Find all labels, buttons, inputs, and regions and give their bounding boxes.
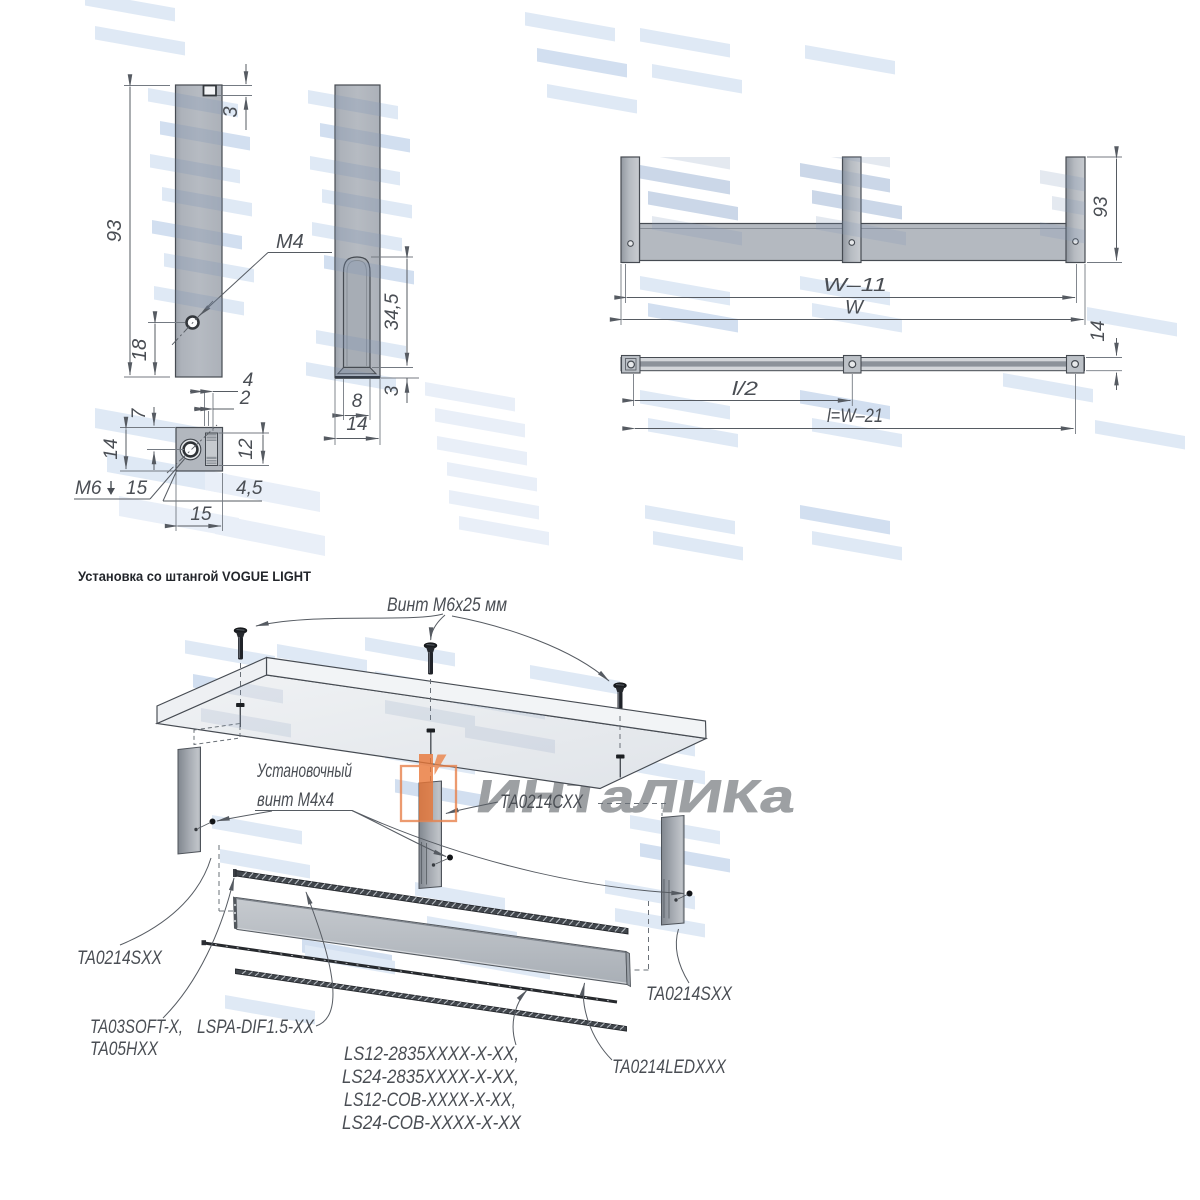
svg-text:4,5: 4,5 <box>236 478 263 499</box>
svg-text:TA05HXX: TA05HXX <box>90 1039 159 1060</box>
svg-text:Винт М6х25 мм: Винт М6х25 мм <box>387 594 507 616</box>
svg-text:винт М4х4: винт М4х4 <box>257 790 334 811</box>
svg-text:93: 93 <box>104 220 126 242</box>
svg-text:М6: М6 <box>75 478 102 499</box>
svg-text:8: 8 <box>352 391 363 412</box>
svg-text:TA03SOFT-X,: TA03SOFT-X, <box>90 1017 183 1038</box>
svg-text:7: 7 <box>129 407 150 419</box>
svg-text:LS12-COB-XXXX-X-XX,: LS12-COB-XXXX-X-XX, <box>344 1090 516 1111</box>
svg-text:l=W–21: l=W–21 <box>827 406 883 427</box>
svg-text:l/2: l/2 <box>732 379 759 400</box>
svg-text:15: 15 <box>126 478 148 499</box>
svg-text:ИНТаЛИКа: ИНТаЛИКа <box>472 770 801 822</box>
svg-text:LS24-COB-XXXX-X-XX: LS24-COB-XXXX-X-XX <box>342 1113 522 1134</box>
svg-text:3: 3 <box>382 385 403 396</box>
svg-text:TA0214LEDXXX: TA0214LEDXXX <box>612 1057 727 1078</box>
svg-text:15: 15 <box>190 504 212 525</box>
svg-text:14: 14 <box>346 414 367 435</box>
svg-text:14: 14 <box>101 438 122 459</box>
svg-text:4: 4 <box>243 370 254 391</box>
svg-text:TA0214SXX: TA0214SXX <box>77 948 163 969</box>
svg-text:93: 93 <box>1091 196 1112 218</box>
svg-text:W–11: W–11 <box>823 274 887 295</box>
svg-text:18: 18 <box>129 339 151 361</box>
svg-text:34,5: 34,5 <box>382 293 403 330</box>
svg-text:ТА0214СХХ: ТА0214СХХ <box>500 792 584 813</box>
svg-text:12: 12 <box>236 438 257 460</box>
svg-text:TA0214SXX: TA0214SXX <box>646 984 733 1005</box>
svg-text:3: 3 <box>220 106 242 117</box>
svg-text:LSPA-DIF1.5-XX: LSPA-DIF1.5-XX <box>197 1017 315 1038</box>
svg-text:LS24-2835XXXX-X-XX,: LS24-2835XXXX-X-XX, <box>342 1067 519 1088</box>
svg-text:W: W <box>845 298 865 319</box>
svg-text:2: 2 <box>239 388 251 409</box>
svg-text:Установка со штангой VOGUE LIG: Установка со штангой VOGUE LIGHT <box>78 568 311 584</box>
svg-text:Установочный: Установочный <box>256 761 352 782</box>
svg-text:М4: М4 <box>276 231 304 253</box>
svg-text:14: 14 <box>1088 320 1109 341</box>
svg-text:LS12-2835XXXX-X-XX,: LS12-2835XXXX-X-XX, <box>344 1044 519 1065</box>
